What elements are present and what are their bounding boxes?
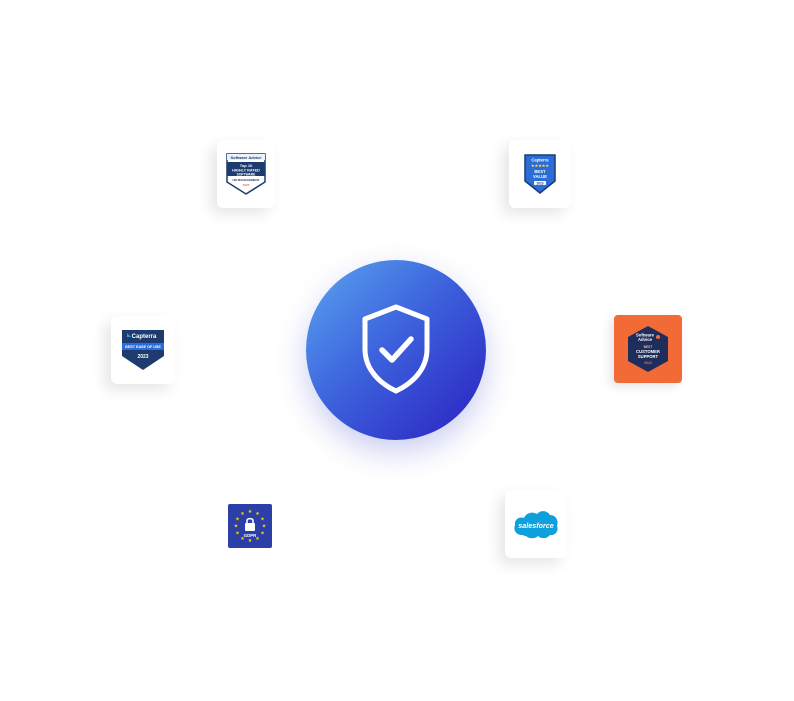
badge-line3: SOFTWARE [237, 173, 256, 177]
badge-line1: BEST [644, 345, 653, 349]
capterra-best-value-badge: Capterra ★★★★★ BEST VALUE 2023 [509, 140, 571, 208]
badge-year: 2023 [243, 183, 250, 187]
security-shield-circle [306, 260, 486, 440]
badge-line2: HIGHLY RATED [232, 169, 260, 173]
software-advice-top10-badge: Software Advice Top 10 HIGHLY RATED SOFT… [217, 140, 275, 208]
badge-line2: VALUE [533, 174, 547, 179]
badge-line1: Top 10 [240, 163, 253, 168]
badge-line2: CUSTOMER [636, 349, 660, 354]
gdpr-label: GDPR [244, 533, 258, 538]
badge-stars: ★★★★★ [531, 163, 549, 168]
svg-text:★: ★ [260, 517, 265, 523]
badge-year: 2023 [644, 361, 652, 365]
badge-year: 2023 [137, 354, 148, 360]
badge-line3: SUPPORT [638, 354, 659, 359]
svg-text:★: ★ [260, 531, 265, 537]
software-advice-badge-icon: Software Advice BEST CUSTOMER SUPPORT 20… [628, 326, 668, 372]
shield-check-icon [362, 304, 430, 394]
badge-brand: Capterra [132, 334, 157, 340]
salesforce-cloud-icon: salesforce [514, 511, 558, 539]
svg-text:★: ★ [240, 536, 245, 542]
badge-line1: BEST EASE OF USE [125, 345, 161, 349]
software-advice-support-badge: Software Advice BEST CUSTOMER SUPPORT 20… [614, 315, 682, 383]
svg-text:★: ★ [255, 511, 260, 517]
capterra-badge-icon: Capterra BEST EASE OF USE 2023 [122, 330, 164, 370]
gdpr-badge: ★ ★ ★ ★ ★ ★ ★ ★ ★ ★ ★ ★ GDPR [228, 504, 272, 548]
badge-brand-1: Software [636, 333, 655, 338]
badge-year: 2023 [536, 181, 543, 185]
badge-category: HR MANAGEMENT [233, 178, 260, 182]
badge-line1: BEST [534, 169, 546, 174]
salesforce-label: salesforce [518, 521, 554, 530]
software-advice-badge-icon: Software Advice Top 10 HIGHLY RATED SOFT… [226, 153, 266, 195]
svg-text:★: ★ [235, 517, 240, 523]
svg-text:★: ★ [255, 536, 260, 542]
capterra-ease-of-use-badge: Capterra BEST EASE OF USE 2023 [111, 316, 175, 384]
svg-text:★: ★ [262, 524, 267, 530]
svg-text:★: ★ [234, 524, 239, 530]
badge-brand: Software Advice [231, 155, 263, 160]
svg-text:★: ★ [235, 531, 240, 537]
salesforce-badge: salesforce [505, 490, 567, 558]
svg-text:★: ★ [248, 538, 253, 544]
badge-brand-2: Advice [638, 337, 653, 342]
gdpr-lock-icon: ★ ★ ★ ★ ★ ★ ★ ★ ★ ★ ★ ★ GDPR [228, 504, 272, 548]
svg-text:★: ★ [240, 511, 245, 517]
capterra-badge-icon: Capterra ★★★★★ BEST VALUE 2023 [524, 154, 556, 194]
badge-brand: Capterra [531, 158, 549, 163]
svg-text:★: ★ [248, 509, 253, 515]
